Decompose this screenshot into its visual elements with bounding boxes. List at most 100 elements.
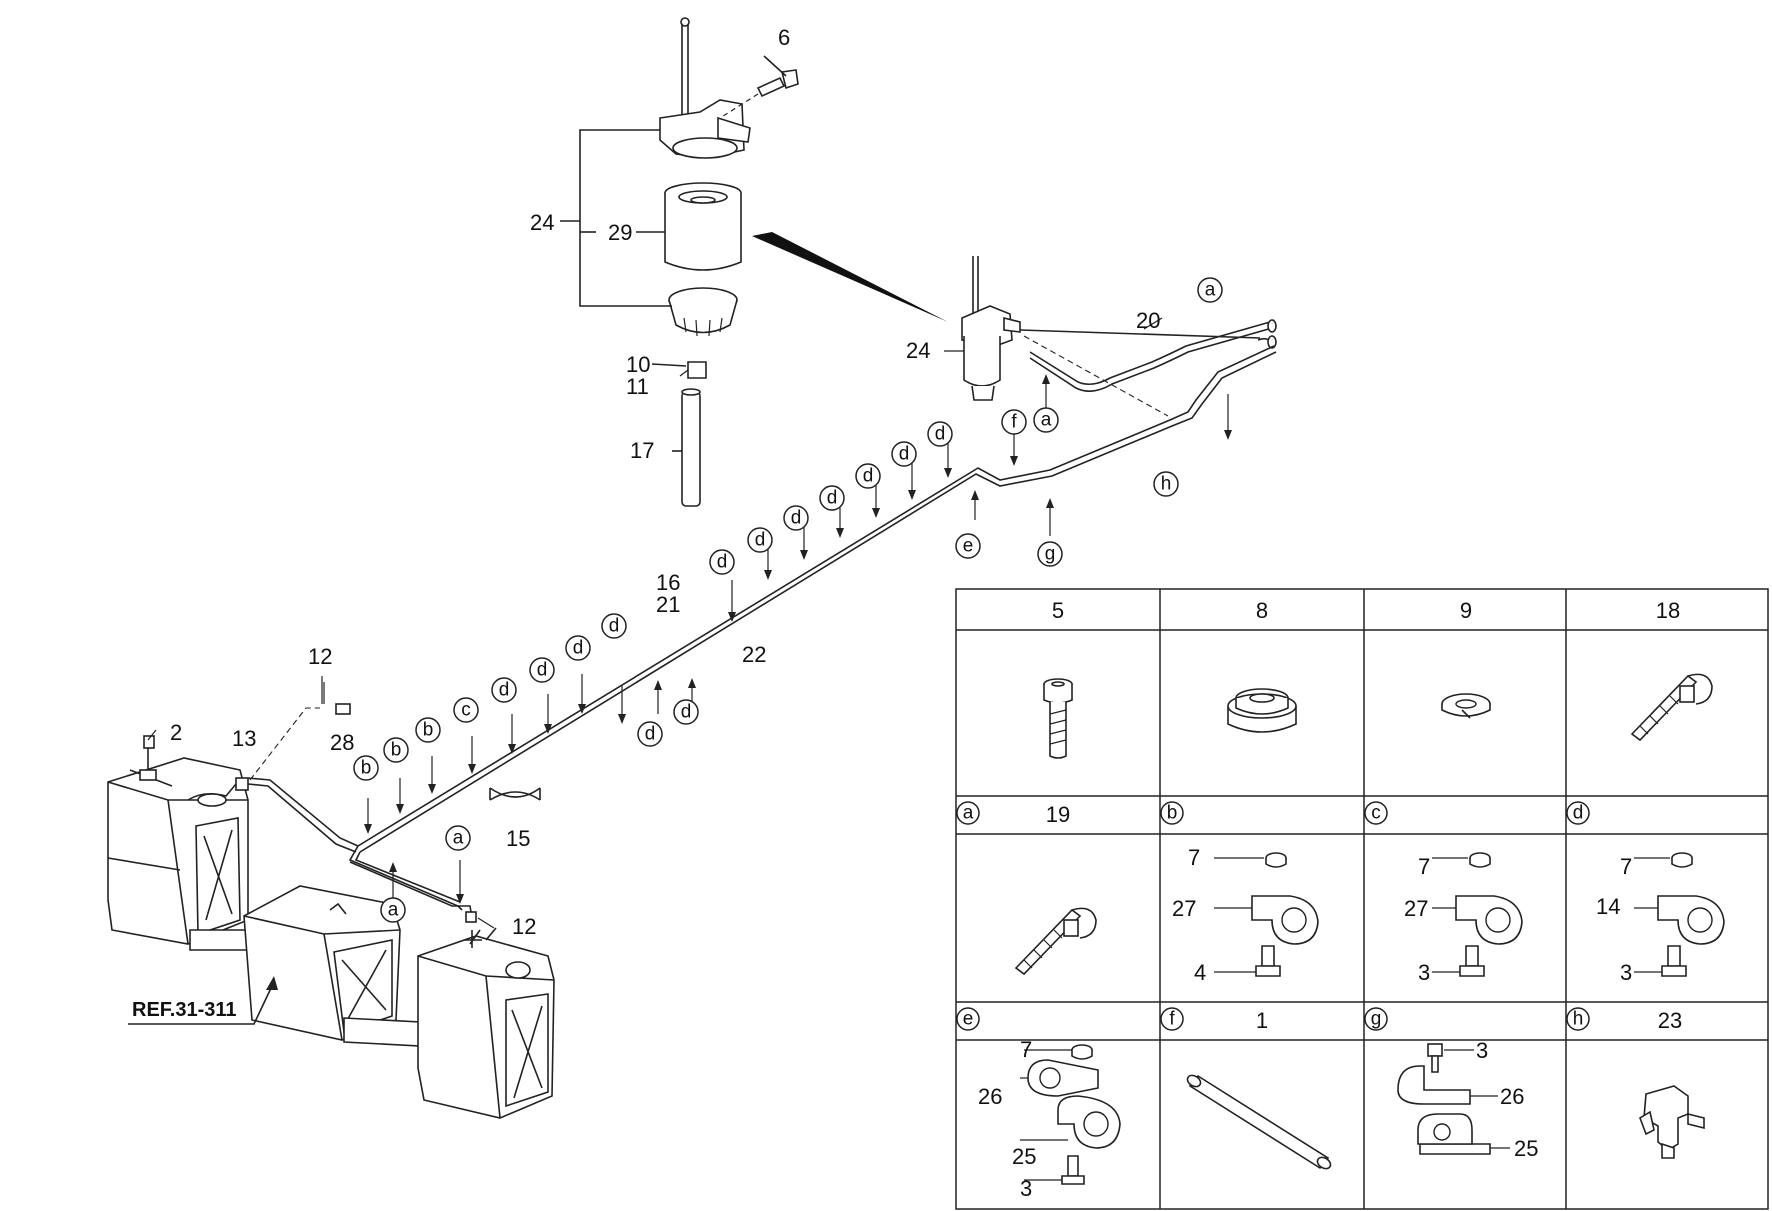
svg-text:d: d <box>1573 803 1584 824</box>
callout-d-2: d <box>891 441 917 467</box>
callout-a-1: a <box>1197 277 1223 303</box>
clip-set-b <box>1214 852 1319 977</box>
label-10: 10 <box>626 352 650 377</box>
label-12-top: 12 <box>308 644 332 669</box>
callout-a-4: a <box>380 897 406 923</box>
svg-text:a: a <box>1041 410 1052 431</box>
callout-d-6: d <box>747 527 773 553</box>
callout-d-5: d <box>783 505 809 531</box>
svg-text:f: f <box>1011 412 1017 433</box>
table-cell-e-header: e <box>956 1007 980 1031</box>
callout-d-4: d <box>819 485 845 511</box>
callout-d-10: d <box>529 657 555 683</box>
svg-text:d: d <box>827 488 838 509</box>
svg-text:7: 7 <box>1188 845 1200 870</box>
callout-g: g <box>1037 541 1063 567</box>
filter-assembled <box>944 256 1021 401</box>
label-22: 22 <box>742 642 766 667</box>
svg-text:d: d <box>791 508 802 529</box>
svg-text:d: d <box>499 680 510 701</box>
clip-set-g <box>1397 1043 1510 1155</box>
label-13: 13 <box>232 726 256 751</box>
svg-text:b: b <box>391 740 402 761</box>
svg-text:27: 27 <box>1404 896 1428 921</box>
label-24-right: 24 <box>906 338 930 363</box>
callout-f: f <box>1001 409 1027 435</box>
fuel-tanks <box>107 735 555 1119</box>
cable-tie-icon <box>1014 907 1097 976</box>
svg-text:e: e <box>963 1009 974 1030</box>
label-20: 20 <box>1136 308 1160 333</box>
label-12-bottom: 12 <box>512 914 536 939</box>
table-cell-h-header: h 23 <box>1566 1007 1682 1033</box>
svg-text:27: 27 <box>1172 896 1196 921</box>
table-header-18: 18 <box>1656 598 1680 623</box>
svg-text:c: c <box>461 700 471 721</box>
callout-d-8: d <box>601 613 627 639</box>
svg-text:3: 3 <box>1418 960 1430 985</box>
table-cell-b-header: b <box>1160 801 1184 825</box>
svg-text:g: g <box>1371 1009 1382 1030</box>
fuel-line-20 <box>1019 317 1277 417</box>
svg-text:25: 25 <box>1514 1136 1538 1161</box>
pipe-icon <box>1186 1074 1332 1170</box>
callouts: a a a a f h e g d d d d d d d d d d d d … <box>353 277 1223 923</box>
svg-text:d: d <box>681 702 692 723</box>
table-header-5: 5 <box>1052 598 1064 623</box>
label-21: 21 <box>656 592 680 617</box>
detail-arrow-icon <box>752 232 948 322</box>
clip-set-e <box>1020 1044 1121 1185</box>
svg-text:d: d <box>755 530 766 551</box>
retainer-clip-icon <box>1639 1085 1705 1159</box>
svg-text:b: b <box>423 720 434 741</box>
callout-e: e <box>955 533 981 559</box>
svg-text:a: a <box>1205 280 1216 301</box>
svg-text:h: h <box>1161 474 1172 495</box>
svg-text:3: 3 <box>1476 1038 1488 1063</box>
callout-d-9: d <box>565 635 591 661</box>
svg-text:26: 26 <box>1500 1084 1524 1109</box>
table-header-8: 8 <box>1256 598 1268 623</box>
svg-text:d: d <box>645 724 656 745</box>
label-15: 15 <box>506 826 530 851</box>
callout-a-3: a <box>445 825 471 851</box>
label-2: 2 <box>170 720 182 745</box>
svg-text:7: 7 <box>1020 1037 1032 1062</box>
label-16: 16 <box>656 570 680 595</box>
callout-d-1: d <box>927 421 953 447</box>
svg-text:d: d <box>537 660 548 681</box>
callout-b-2: b <box>383 737 409 763</box>
part-number-labels: 24 29 6 10 11 17 24 20 16 21 22 12 28 2 … <box>132 25 1160 1021</box>
svg-text:25: 25 <box>1012 1144 1036 1169</box>
legend-table: 5 8 9 18 <box>955 588 1769 1210</box>
main-fuel-lines <box>247 345 1277 919</box>
svg-text:1: 1 <box>1256 1008 1268 1033</box>
table-cell-d-header: d <box>1566 801 1590 825</box>
ref-label: REF.31-311 <box>132 999 237 1021</box>
table-cell-f-header: f 1 <box>1160 1007 1268 1033</box>
callout-c: c <box>453 697 479 723</box>
nut-icon <box>1227 688 1297 733</box>
svg-text:d: d <box>717 552 728 573</box>
label-29: 29 <box>608 220 632 245</box>
callout-b-3: b <box>353 755 379 781</box>
bolt-icon <box>1043 678 1073 759</box>
svg-text:b: b <box>361 758 372 779</box>
callout-d-13: d <box>673 699 699 725</box>
label-11: 11 <box>626 374 649 399</box>
label-28: 28 <box>330 730 354 755</box>
svg-text:f: f <box>1169 1009 1175 1030</box>
table-header-9: 9 <box>1460 598 1472 623</box>
svg-text:3: 3 <box>1620 960 1632 985</box>
svg-text:h: h <box>1573 1009 1584 1030</box>
label-24-left: 24 <box>530 210 554 235</box>
svg-text:4: 4 <box>1194 960 1206 985</box>
cable-tie-icon <box>1630 673 1713 742</box>
svg-text:d: d <box>609 616 620 637</box>
svg-text:d: d <box>899 444 910 465</box>
svg-text:3: 3 <box>1020 1176 1032 1201</box>
clip-set-c <box>1432 852 1523 977</box>
callout-a-2: a <box>1033 407 1059 433</box>
table-cell-a-header: a 19 <box>956 801 1070 827</box>
callout-d-3: d <box>855 463 881 489</box>
